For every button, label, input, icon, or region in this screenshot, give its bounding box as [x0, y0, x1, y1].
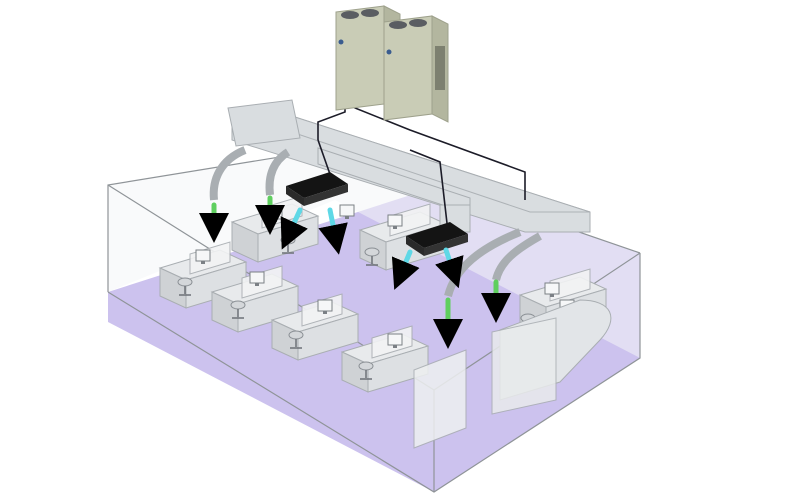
- office-furniture-layer: [158, 195, 612, 449]
- office-chair-icon: [177, 277, 193, 296]
- fan-grille-icon: [361, 9, 379, 17]
- chair-seat: [230, 300, 246, 310]
- monitor-stand: [393, 226, 397, 229]
- computer-monitor-icon: [249, 271, 265, 286]
- monitor-screen: [387, 214, 403, 227]
- unit-front: [335, 5, 385, 111]
- unit-front: [383, 15, 433, 121]
- supply-duct-system: [209, 99, 591, 298]
- cassette-front: [424, 234, 468, 256]
- monitor-screen: [249, 271, 265, 284]
- partition-panel: [389, 203, 431, 237]
- monitor-stand: [255, 283, 259, 286]
- fan-grille-icon: [409, 19, 427, 27]
- side-louver: [435, 46, 445, 90]
- airflow-arrow-icon: [280, 207, 308, 250]
- flex-duct: [265, 148, 291, 196]
- monitor-stand: [393, 345, 397, 348]
- cassette-side: [286, 186, 304, 206]
- airflow-arrow-icon: [435, 247, 464, 289]
- monitor-stand: [323, 311, 327, 314]
- monitor-stand: [201, 261, 205, 264]
- outdoor-ac-unit-icon: [383, 15, 449, 123]
- office-chair-icon: [364, 247, 380, 266]
- cassette-top: [406, 222, 468, 248]
- monitor-stand: [345, 216, 349, 219]
- airflow-arrows: [199, 195, 511, 349]
- glass-partition: [491, 317, 557, 415]
- computer-monitor-icon: [339, 204, 355, 219]
- brand-badge-icon: [338, 39, 344, 45]
- fresh-air-handler: [227, 99, 301, 147]
- monitor-screen: [195, 249, 211, 262]
- computer-monitor-icon: [195, 249, 211, 264]
- fan-grille-icon: [389, 21, 407, 29]
- indoor-cassette-unit-icon: [286, 172, 348, 206]
- computer-monitor-icon: [387, 333, 403, 348]
- cassette-front: [304, 184, 348, 206]
- desk-front: [297, 313, 359, 361]
- indoor-units: [286, 172, 468, 256]
- desk: [158, 241, 248, 309]
- airflow-arrow-icon: [318, 207, 348, 255]
- outdoor-units: [335, 5, 449, 123]
- chair-seat: [358, 361, 374, 371]
- computer-monitor-icon: [317, 299, 333, 314]
- monitor-screen: [387, 333, 403, 346]
- chair-seat: [177, 277, 193, 287]
- office-chair-icon: [230, 300, 246, 319]
- flex-duct: [492, 232, 542, 282]
- cassette-side: [406, 236, 424, 256]
- cassette-top: [286, 172, 348, 198]
- monitor-stand: [273, 219, 277, 222]
- monitor-stand: [550, 294, 554, 297]
- glass-partition: [413, 349, 467, 449]
- desk: [270, 293, 360, 361]
- fan-grille-icon: [341, 11, 359, 19]
- brand-badge-icon: [386, 49, 392, 55]
- airflow-arrow-icon: [391, 249, 420, 290]
- computer-monitor-icon: [387, 214, 403, 229]
- monitor-screen: [317, 299, 333, 312]
- office-chair-icon: [358, 361, 374, 380]
- chair-seat: [288, 330, 304, 340]
- monitor-screen: [544, 282, 560, 295]
- office-chair-icon: [288, 330, 304, 349]
- chair-seat: [364, 247, 380, 257]
- indoor-cassette-unit-icon: [406, 222, 468, 256]
- monitor-screen: [339, 204, 355, 217]
- flex-duct: [209, 146, 247, 201]
- computer-monitor-icon: [544, 282, 560, 297]
